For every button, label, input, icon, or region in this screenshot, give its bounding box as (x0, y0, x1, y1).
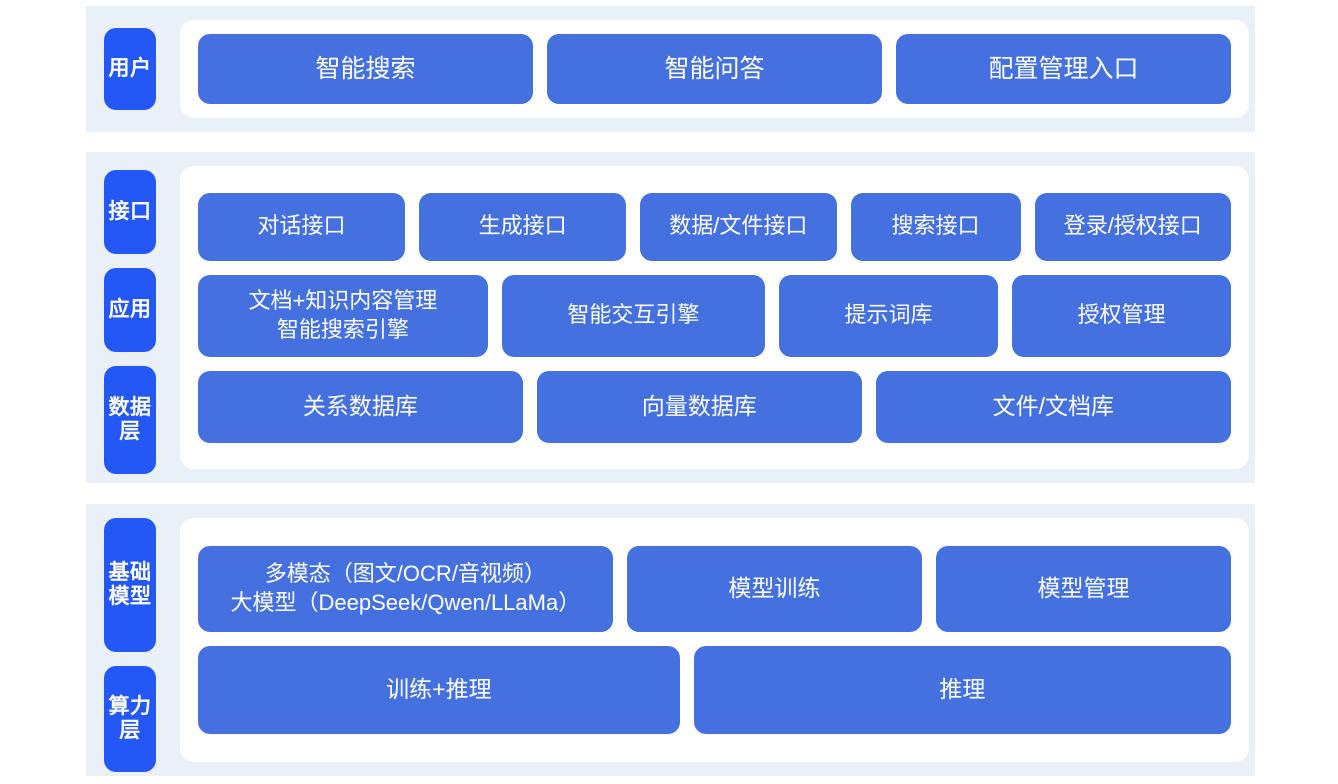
node-search-api[interactable]: 搜索接口 (850, 192, 1021, 261)
node-config-management-entry[interactable]: 配置管理入口 (896, 34, 1231, 104)
layer-tab-interface-label: 接口 (108, 200, 152, 224)
node-model-management[interactable]: 模型管理 (935, 546, 1231, 632)
node-data-file-api[interactable]: 数据/文件接口 (640, 192, 837, 261)
node-smart-qa[interactable]: 智能问答 (547, 34, 882, 104)
node-generation-api[interactable]: 生成接口 (419, 192, 627, 261)
tab-column-user: 用户 (86, 6, 166, 132)
node-training-inference[interactable]: 训练+推理 (198, 646, 680, 734)
node-login-auth-api[interactable]: 登录/授权接口 (1034, 192, 1231, 261)
layer-tab-foundation-model-label: 基础模型 (108, 561, 152, 608)
layer-tab-compute[interactable]: 算力层 (104, 666, 156, 772)
layer-tab-data-label: 数据层 (108, 396, 152, 443)
layer-tab-user-label: 用户 (108, 57, 152, 81)
node-document-knowledge-management[interactable]: 文档+知识内容管理 智能搜索引擎 (198, 274, 488, 357)
node-inference[interactable]: 推理 (693, 646, 1231, 734)
layer-tab-foundation-model[interactable]: 基础模型 (104, 518, 156, 652)
node-smart-interaction-engine[interactable]: 智能交互引擎 (501, 274, 765, 357)
node-dialog-api[interactable]: 对话接口 (198, 192, 406, 261)
node-authorization-management[interactable]: 授权管理 (1012, 274, 1231, 357)
layer-panel-application: 对话接口 生成接口 数据/文件接口 搜索接口 登录/授权接口 文档+知识内容管理… (180, 166, 1249, 469)
node-row-data: 关系数据库 向量数据库 文件/文档库 (198, 370, 1232, 443)
layer-tab-interface[interactable]: 接口 (104, 170, 156, 254)
tab-column-infrastructure: 基础模型 算力层 (86, 504, 166, 776)
layer-tab-user[interactable]: 用户 (104, 28, 156, 110)
layer-panel-user: 智能搜索 智能问答 配置管理入口 (180, 20, 1249, 118)
layer-tab-compute-label: 算力层 (108, 695, 152, 742)
node-prompt-library[interactable]: 提示词库 (779, 274, 998, 357)
layer-tab-application-label: 应用 (108, 298, 152, 322)
layer-tab-data[interactable]: 数据层 (104, 366, 156, 474)
node-vector-database[interactable]: 向量数据库 (536, 370, 862, 443)
node-row-compute: 训练+推理 推理 (198, 646, 1231, 734)
node-multimodal-large-model[interactable]: 多模态（图文/OCR/音视频） 大模型（DeepSeek/Qwen/LLaMa） (198, 546, 613, 632)
node-row-application: 文档+知识内容管理 智能搜索引擎 智能交互引擎 提示词库 授权管理 (198, 274, 1231, 357)
tab-column-application: 接口 应用 数据层 (86, 152, 166, 483)
layer-band-user: 用户 智能搜索 智能问答 配置管理入口 (86, 6, 1255, 132)
layer-panel-infrastructure: 多模态（图文/OCR/音视频） 大模型（DeepSeek/Qwen/LLaMa）… (180, 518, 1249, 762)
node-row-user: 智能搜索 智能问答 配置管理入口 (198, 34, 1231, 104)
layer-band-infrastructure: 基础模型 算力层 多模态（图文/OCR/音视频） 大模型（DeepSeek/Qw… (86, 504, 1255, 776)
node-model-training[interactable]: 模型训练 (626, 546, 922, 632)
node-smart-search[interactable]: 智能搜索 (198, 34, 533, 104)
node-relational-database[interactable]: 关系数据库 (198, 370, 523, 443)
node-file-document-store[interactable]: 文件/文档库 (875, 370, 1232, 443)
node-row-interface: 对话接口 生成接口 数据/文件接口 搜索接口 登录/授权接口 (198, 192, 1231, 261)
node-row-foundation-model: 多模态（图文/OCR/音视频） 大模型（DeepSeek/Qwen/LLaMa）… (198, 546, 1231, 632)
layer-band-application: 接口 应用 数据层 对话接口 生成接口 数据/文件接口 搜索接口 登录/授权接口… (86, 152, 1255, 483)
layer-tab-application[interactable]: 应用 (104, 268, 156, 352)
